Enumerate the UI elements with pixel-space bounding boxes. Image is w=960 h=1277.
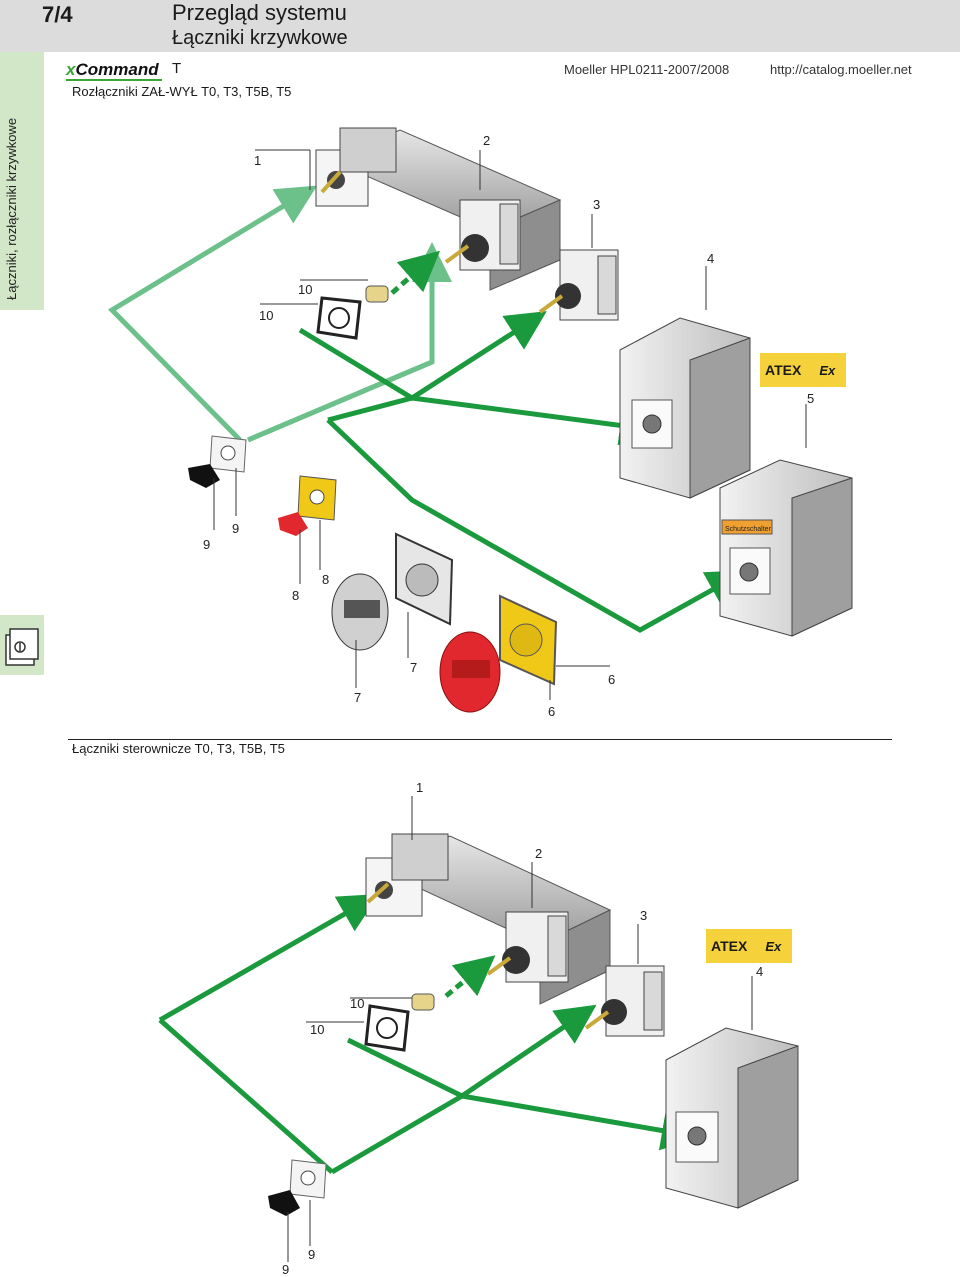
catalog-url[interactable]: http://catalog.moeller.net	[770, 62, 912, 77]
green-route-bottom-b	[158, 1018, 334, 1174]
callout-bottom-4: 4	[756, 964, 764, 979]
callout-5: 5	[807, 391, 815, 406]
green-route-b	[327, 395, 413, 423]
callout-6a: 6	[608, 672, 616, 687]
light-green-route-3	[247, 359, 433, 443]
switch-t3	[444, 199, 521, 271]
enclosure-label: Schutzschalter	[725, 526, 772, 533]
green-route-bottom-a	[158, 894, 380, 1023]
gray-front-plate	[395, 532, 454, 626]
xcommand-logo: xCommand	[66, 60, 159, 79]
sidebar-icon-tab	[0, 615, 44, 675]
shaft-extension	[365, 285, 389, 303]
green-route-bottom-d	[461, 1093, 702, 1151]
callout-6b: 6	[548, 704, 556, 719]
callout-8b: 8	[292, 588, 300, 603]
callout-bottom-9b: 9	[282, 1262, 290, 1277]
page-number: 7/4	[42, 2, 73, 27]
callout-bottom-10a: 10	[350, 996, 365, 1011]
callout-bottom-10b: 10	[310, 1022, 325, 1037]
control-switch-t0-rail	[365, 833, 612, 1005]
callout-9a: 9	[232, 521, 240, 536]
atex-badge-top: ATEX Ex	[760, 353, 846, 387]
green-route-bottom-e	[330, 1093, 464, 1175]
red-rotary-handle	[439, 631, 501, 713]
callout-bottom-9a: 9	[308, 1247, 316, 1262]
switch-t0-rail	[315, 127, 562, 291]
callout-3: 3	[593, 197, 601, 212]
callout-2: 2	[483, 133, 491, 148]
gasket-frame	[316, 296, 362, 340]
callout-10b: 10	[259, 308, 274, 323]
green-route-c	[411, 395, 660, 446]
enclosure-bottom	[665, 1027, 799, 1209]
catalog-reference: Moeller HPL0211-2007/2008	[564, 62, 730, 77]
light-green-route-2	[247, 242, 452, 443]
section-heading-disconnectors: Rozłączniki ZAŁ-WYŁ T0, T3, T5B, T5	[72, 84, 292, 99]
callout-bottom-1: 1	[416, 780, 424, 795]
ex-icon: Ex	[765, 938, 782, 954]
enclosure-atex	[719, 459, 853, 637]
page-subtitle: Łączniki krzywkowe	[172, 27, 348, 49]
series-label: T	[172, 60, 182, 77]
shaft-extension-bottom	[411, 993, 435, 1011]
light-green-route	[108, 185, 318, 442]
callout-bottom-3: 3	[640, 908, 648, 923]
callout-bottom-2: 2	[535, 846, 543, 861]
green-dashed-arrow-bottom	[444, 955, 496, 998]
callout-7b: 7	[354, 690, 362, 705]
callout-10a: 10	[298, 282, 313, 297]
gray-rotary-handle	[331, 573, 389, 651]
atex-badge-bottom: ATEX Ex	[706, 929, 792, 963]
switch-device-icon	[5, 628, 39, 666]
callout-7a: 7	[410, 660, 418, 675]
enclosure-ip65	[619, 317, 751, 499]
control-switch-t5	[584, 965, 665, 1037]
callout-8a: 8	[322, 572, 330, 587]
green-route-d	[326, 418, 748, 633]
sidebar-tab	[0, 52, 44, 310]
callout-1: 1	[254, 153, 262, 168]
black-handle-plate	[188, 435, 247, 488]
ex-icon: Ex	[819, 362, 836, 378]
green-dashed-arrow	[390, 250, 441, 295]
section-divider	[68, 739, 892, 740]
section-heading-control-switches: Łączniki sterownicze T0, T3, T5B, T5	[72, 741, 285, 756]
header-bar	[0, 0, 960, 52]
control-switch-t3	[486, 911, 569, 983]
logo-underline	[66, 79, 162, 81]
leader-lines-top	[213, 149, 807, 700]
black-handle-plate-bottom	[268, 1159, 327, 1216]
gasket-frame-bottom	[364, 1004, 410, 1052]
red-handle-yellow-plate	[278, 475, 337, 536]
page-title: Przegląd systemu	[172, 0, 347, 25]
yellow-front-plate	[499, 594, 558, 686]
leader-lines-bottom	[287, 796, 753, 1262]
callout-4: 4	[707, 251, 715, 266]
callout-9b: 9	[203, 537, 211, 552]
switch-t5	[538, 249, 619, 321]
